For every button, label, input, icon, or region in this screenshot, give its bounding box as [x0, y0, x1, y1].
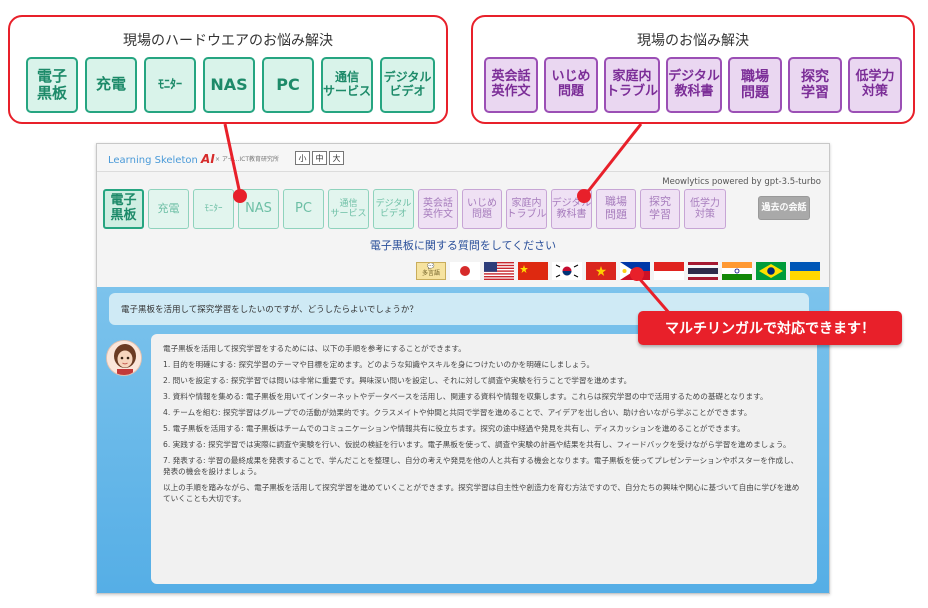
pc-button[interactable]: PC: [283, 189, 324, 229]
answer-step-4: 4. チームを組む: 探究学習はグループでの活動が効果的です。クラスメイトや仲間…: [163, 408, 752, 417]
callout-monitor-button[interactable]: ﾓﾆﾀｰ: [144, 57, 196, 113]
charging-button[interactable]: 充電: [148, 189, 189, 229]
japan-flag[interactable]: [450, 262, 480, 280]
multilingual-badge: マルチリンガルで対応できます！: [638, 311, 902, 345]
callout-inquiry-learning-button[interactable]: 探究 学習: [788, 57, 842, 113]
callout-digital-textbook-button[interactable]: デジタル 教科書: [666, 57, 722, 113]
brand-logo: Learning Skeleton AI: [108, 152, 215, 166]
callout-pc-button[interactable]: PC: [262, 57, 314, 113]
brand-name: Learning Skeleton: [108, 155, 198, 166]
callout-nas-button[interactable]: NAS: [203, 57, 255, 113]
history-button[interactable]: 過去の会話: [758, 196, 810, 220]
brazil-flag[interactable]: [756, 262, 786, 280]
answer-step-7: 7. 発表する: 学習の最終成果を発表することで、学んだことを整理し、自分の考え…: [163, 456, 799, 476]
workplace-button[interactable]: 職場 問題: [596, 189, 636, 229]
brand-ai: AI: [201, 152, 215, 166]
monitor-button[interactable]: ﾓﾆﾀｰ: [193, 189, 234, 229]
callout-low-achievement-button[interactable]: 低学力 対策: [848, 57, 902, 113]
field-callout: 現場のお悩み解決 英会話 英作文 いじめ 問題 家庭内 トラブル デジタル 教科…: [471, 15, 915, 124]
digital-textbook-button[interactable]: デジタル 教科書: [551, 189, 592, 229]
prompt-text: 電子黒板に関する質問をしてください: [369, 239, 557, 252]
bullying-button[interactable]: いじめ 問題: [462, 189, 502, 229]
low-achievement-button[interactable]: 低学力 対策: [684, 189, 726, 229]
indonesia-flag[interactable]: [654, 262, 684, 280]
answer-step-5: 5. 電子黒板を活用する: 電子黒板はチームでのコミュニケーションや情報共有に役…: [163, 424, 745, 433]
usa-flag[interactable]: [484, 262, 514, 280]
callout-charging-button[interactable]: 充電: [85, 57, 137, 113]
font-size-small-button[interactable]: 小: [295, 151, 310, 165]
language-flags: 💬多言語: [416, 262, 820, 280]
field-callout-title: 現場のお悩み解決: [637, 33, 749, 49]
hardware-callout-title: 現場のハードウエアのお悩み解決: [123, 33, 333, 49]
answer-conclusion: 以上の手順を踏みながら、電子黒板を活用して探究学習を進めていくことができます。探…: [163, 483, 800, 503]
answer-step-1: 1. 目的を明確にする: 探究学習のテーマや目標を定めます。どのような知識やスキ…: [163, 360, 595, 369]
answer-intro: 電子黒板を活用して探究学習をするためには、以下の手順を参考にすることができます。: [163, 344, 466, 353]
multilang-label: 多言語: [421, 270, 440, 277]
assistant-answer-bubble: 電子黒板を活用して探究学習をするためには、以下の手順を参考にすることができます。…: [151, 334, 817, 584]
callout-network-service-button[interactable]: 通信 サービス: [321, 57, 373, 113]
chat-bubble-icon: 💬: [427, 263, 435, 271]
thailand-flag[interactable]: [688, 262, 718, 280]
answer-step-3: 3. 資料や情報を集める: 電子黒板を用いてインターネットやデータベースを活用し…: [163, 392, 768, 401]
english-button[interactable]: 英会話 英作文: [418, 189, 458, 229]
network-service-button[interactable]: 通信 サービス: [328, 189, 369, 229]
china-flag[interactable]: [518, 262, 548, 280]
inquiry-learning-button[interactable]: 探究 学習: [640, 189, 680, 229]
korea-flag[interactable]: [552, 262, 582, 280]
app-header: Learning Skeleton AI × アイ...ICT教育研究所 小 中…: [97, 144, 829, 172]
multilang-button[interactable]: 💬多言語: [416, 262, 446, 280]
answer-step-6: 6. 実践する: 探究学習では実際に調査や実験を行い、仮説の検証を行います。電子…: [163, 440, 791, 449]
philippines-flag[interactable]: [620, 262, 650, 280]
family-trouble-button[interactable]: 家庭内 トラブル: [506, 189, 547, 229]
hardware-callout: 現場のハードウエアのお悩み解決 電子 黒板 充電 ﾓﾆﾀｰ NAS PC 通信 …: [8, 15, 448, 124]
callout-family-trouble-button[interactable]: 家庭内 トラブル: [604, 57, 660, 113]
assistant-avatar: [106, 340, 142, 376]
denshi-kokuban-button[interactable]: 電子 黒板: [103, 189, 144, 229]
nas-button[interactable]: NAS: [238, 189, 279, 229]
font-size-large-button[interactable]: 大: [329, 151, 344, 165]
brand-subtitle: × アイ...ICT教育研究所: [215, 156, 279, 163]
ukraine-flag[interactable]: [790, 262, 820, 280]
app-screenshot: Learning Skeleton AI × アイ...ICT教育研究所 小 中…: [96, 143, 830, 594]
vietnam-flag[interactable]: [586, 262, 616, 280]
india-flag[interactable]: [722, 262, 752, 280]
powered-by-label: Meowlytics powered by gpt-3.5-turbo: [662, 177, 821, 187]
digital-video-button[interactable]: デジタル ビデオ: [373, 189, 414, 229]
callout-workplace-button[interactable]: 職場 問題: [728, 57, 782, 113]
callout-bullying-button[interactable]: いじめ 問題: [544, 57, 598, 113]
font-size-medium-button[interactable]: 中: [312, 151, 327, 165]
callout-english-button[interactable]: 英会話 英作文: [484, 57, 538, 113]
answer-step-2: 2. 問いを設定する: 探究学習では問いは非常に重要です。興味深い問いを設定し、…: [163, 376, 632, 385]
callout-digital-video-button[interactable]: デジタル ビデオ: [380, 57, 435, 113]
callout-denshi-kokuban-button[interactable]: 電子 黒板: [26, 57, 78, 113]
